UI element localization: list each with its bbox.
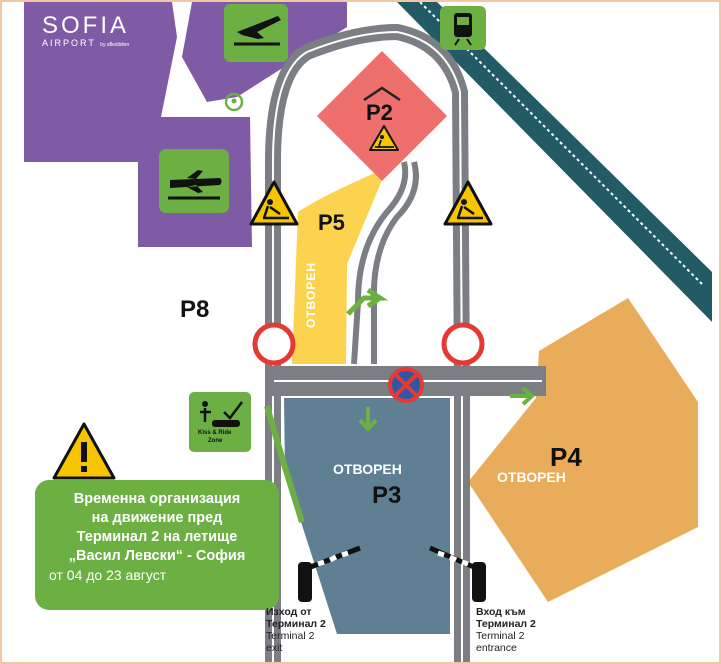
notice-line4: „Васил Левски“ - София [68, 548, 246, 564]
barrier-icon-entrance [429, 545, 486, 602]
entrance-en-line1: Terminal 2 [476, 630, 525, 642]
p8-label: P8 [180, 296, 210, 323]
exit-bg-line2: Терминал 2 [266, 618, 326, 630]
kiss-ride-icon [189, 392, 251, 452]
notice-box: Временна организация на движение пред Те… [35, 480, 279, 610]
barrier-icon-exit [298, 545, 361, 602]
warning-triangle-icon [52, 422, 116, 480]
right-arrow-icon [510, 386, 536, 406]
sofia-airport-logo: SOFIA AIRPORT by aflexibilen [42, 12, 129, 48]
no-stopping-sign-icon [388, 367, 424, 403]
exit-en-line1: Terminal 2 [266, 630, 315, 642]
entrance-bg-line2: Терминал 2 [476, 618, 536, 630]
p4-status: ОТВОРЕН [497, 469, 566, 485]
no-entry-sign-icon-left [252, 322, 296, 366]
kiss-ride-line1: Kiss & Ride [198, 430, 232, 436]
down-arrow-icon [358, 407, 378, 433]
p5-status: ОТВОРЕН [304, 261, 319, 329]
notice-line3: Терминал 2 на летище [76, 529, 238, 545]
kiss-ride-line2: Zone [208, 438, 223, 444]
roadworks-warning-icon-p2 [369, 125, 399, 151]
notice-dates: от 04 до 23 август [49, 567, 167, 583]
exit-bg-line1: Изход от [266, 606, 312, 618]
p3-label: P3 [372, 482, 402, 509]
p2-parking-area [316, 50, 448, 182]
exit-en-line2: exit [266, 642, 283, 654]
inner-road-2 [370, 161, 419, 364]
location-pin-icon [224, 92, 244, 112]
logo-name: SOFIA [42, 12, 130, 39]
no-entry-sign-icon-right [441, 322, 485, 366]
p5-parking-area [292, 172, 382, 364]
road-loop-line [272, 30, 463, 662]
entrance-en-line2: entrance [476, 642, 517, 654]
notice-line2: на движение пред [91, 510, 223, 526]
notice-line1: Временна организация [73, 491, 241, 507]
exit-label: Изход от Терминал 2 Terminal 2 exit [266, 606, 326, 654]
p2-roof-icon [363, 86, 401, 102]
p3-parking-area [284, 398, 450, 634]
train-icon [440, 6, 486, 50]
plane-icon [159, 149, 229, 213]
inner-road-1 [351, 161, 409, 365]
p5-label: P5 [318, 210, 345, 235]
entrance-label: Вход към Терминал 2 Terminal 2 entrance [476, 606, 536, 654]
plane-takeoff-icon [224, 4, 288, 62]
kiss-ride-lane [264, 405, 305, 523]
p2-label: P2 [366, 100, 393, 125]
roadworks-warning-icon-left [249, 180, 299, 226]
logo-by: by aflexibilen [100, 42, 130, 48]
logo-subtitle: AIRPORT [42, 38, 96, 48]
entrance-bg-line1: Вход към [476, 606, 526, 618]
p3-status: ОТВОРЕН [333, 461, 402, 477]
railway [397, 2, 712, 322]
roadworks-warning-icon-right [443, 180, 493, 226]
turn-arrow-icon [346, 287, 389, 316]
p4-parking-area [468, 298, 698, 602]
p4-label: P4 [550, 442, 582, 472]
